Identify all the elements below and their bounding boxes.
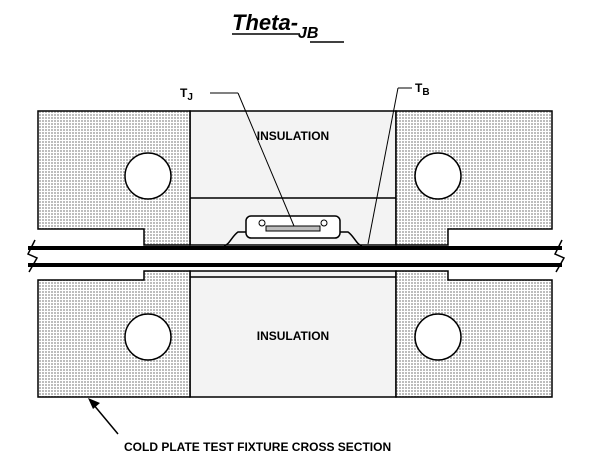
package-lead-left	[223, 231, 248, 247]
coolant-channel-upper-right	[414, 152, 462, 200]
coolant-channel-lower-left	[124, 313, 172, 361]
tb-leader-line	[367, 87, 399, 245]
title-dash: -	[291, 10, 298, 35]
tb-letter: T	[415, 81, 423, 95]
die	[265, 225, 321, 232]
title-main: Theta	[232, 10, 291, 35]
tj-label: TJ	[180, 86, 193, 103]
bond-ball-left	[258, 219, 266, 227]
coolant-channel-upper-left	[124, 152, 172, 200]
title-subscript: JB	[298, 25, 318, 42]
insulation-bottom	[189, 270, 397, 398]
break-mark-left	[26, 239, 39, 273]
tb-label: TB	[415, 81, 430, 98]
insulation-top-label: INSULATION	[257, 129, 329, 143]
break-mark-right	[553, 239, 566, 273]
insulation-bottom-label: INSULATION	[257, 329, 329, 343]
cold-plate-upper-right	[395, 110, 553, 246]
cold-plate-lower-left	[37, 270, 191, 398]
tj-letter: T	[180, 86, 188, 100]
test-board	[28, 246, 562, 267]
diagram-title: Theta-JB	[232, 10, 344, 43]
tj-leader-line	[237, 92, 295, 227]
package-lead-right	[338, 231, 363, 247]
coolant-channel-lower-right	[414, 313, 462, 361]
tb-subscript: B	[422, 87, 429, 98]
caption-arrow	[88, 398, 119, 435]
tj-subscript: J	[187, 92, 193, 103]
package	[223, 215, 363, 247]
svg-text:Theta-JB: Theta-JB	[232, 10, 318, 42]
cold-plate-lower-right	[395, 270, 553, 398]
cold-plate-upper-left	[37, 110, 191, 246]
caption: COLD PLATE TEST FIXTURE CROSS SECTION	[124, 440, 391, 454]
bond-ball-right	[320, 219, 328, 227]
